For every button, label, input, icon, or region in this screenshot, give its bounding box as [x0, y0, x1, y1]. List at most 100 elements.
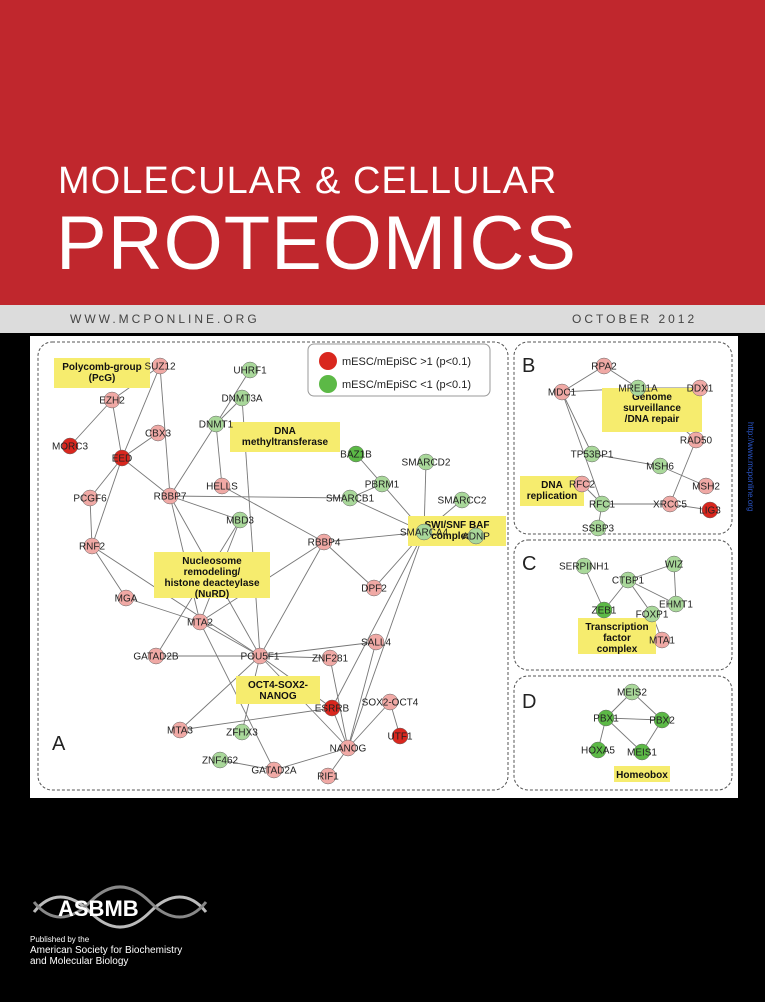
node-label: SERPINH1	[559, 562, 609, 573]
network-node: GATAD2A	[251, 761, 297, 779]
network-edge	[259, 641, 377, 657]
node-circle	[213, 477, 231, 495]
node-label: FOXP1	[636, 610, 669, 621]
panel-b-letter: B	[522, 355, 535, 377]
node-label: XRCC5	[653, 500, 687, 511]
network-node: SALL4	[361, 633, 391, 651]
group-label-text: Transcription	[585, 622, 648, 633]
group-label-text: /DNA repair	[625, 414, 680, 425]
network-edge	[199, 621, 261, 657]
network-node: XRCC5	[653, 495, 687, 513]
node-circle	[633, 743, 651, 761]
group-label-text: Homeobox	[616, 770, 668, 781]
node-label: MSH2	[692, 482, 720, 493]
node-label: CBX3	[145, 429, 172, 440]
network-node: HOXA5	[581, 741, 615, 759]
network-edge	[179, 655, 261, 731]
node-circle	[553, 383, 571, 401]
node-label: WIZ	[665, 560, 683, 571]
node-circle	[315, 533, 333, 551]
network-node: DPF2	[361, 579, 387, 597]
asbmb-logo-text: ASBMB	[58, 896, 139, 921]
network-edge	[561, 391, 593, 455]
network-node: UHRF1	[233, 361, 267, 379]
group-label-text: DNA	[274, 426, 296, 437]
network-edge	[121, 365, 161, 459]
network-edge	[259, 541, 325, 657]
node-label: RBBP7	[154, 492, 187, 503]
legend-up-swatch	[319, 352, 337, 370]
node-circle	[241, 361, 259, 379]
network-edge	[347, 531, 425, 749]
node-circle	[373, 475, 391, 493]
group-label-text: (PcG)	[89, 373, 116, 384]
network-edge	[169, 423, 217, 497]
network-node: NANOG	[330, 739, 367, 757]
legend-down-label: mESC/mEpiSC <1 (p<0.1)	[342, 379, 471, 391]
node-circle	[251, 647, 269, 665]
network-edge	[169, 495, 351, 499]
node-circle	[593, 495, 611, 513]
network-node: ESRRB	[315, 699, 350, 717]
network-node: RPA2	[591, 357, 617, 375]
network-node: SMARCC2	[438, 491, 487, 509]
network-node: RFC1	[589, 495, 615, 513]
panel-d-letter: D	[522, 691, 536, 713]
node-label: ZEB1	[591, 606, 616, 617]
node-label: RNF2	[79, 542, 106, 553]
node-label: SMARCA4	[400, 528, 449, 539]
network-node: TP53BP1	[571, 445, 614, 463]
network-node: SMARCD2	[402, 453, 451, 471]
network-node: MTA2	[187, 613, 213, 631]
node-label: DPF2	[361, 584, 387, 595]
node-circle	[319, 767, 337, 785]
node-circle	[667, 595, 685, 613]
node-circle	[323, 699, 341, 717]
group-label-text: histone deacteylase	[164, 578, 259, 589]
network-node: MEIS1	[627, 743, 657, 761]
node-circle	[467, 527, 485, 545]
network-edge	[669, 439, 697, 505]
network-node: SERPINH1	[559, 557, 609, 575]
node-circle	[207, 415, 225, 433]
node-circle	[265, 761, 283, 779]
issue-band	[0, 305, 765, 333]
side-url-text: http://www.mcponline.org	[746, 422, 755, 511]
node-label: UHRF1	[233, 366, 267, 377]
network-node: MGA	[115, 589, 138, 607]
group-label-text: Nucleosome	[182, 556, 242, 567]
node-label: SMARCB1	[326, 494, 375, 505]
node-label: PCGF6	[73, 494, 107, 505]
group-label-text: OCT4-SOX2-	[248, 680, 308, 691]
network-node: MTA3	[167, 721, 193, 739]
network-node: PBX2	[649, 711, 675, 729]
journal-title-line1: MOLECULAR & CELLULAR	[58, 160, 558, 202]
website-label: WWW.MCPONLINE.ORG	[70, 312, 260, 326]
node-circle	[321, 649, 339, 667]
network-edge	[605, 717, 643, 753]
network-edge	[121, 457, 171, 497]
node-label: LIG3	[699, 506, 721, 517]
group-label-text: DNA	[541, 480, 563, 491]
network-node: RBBP4	[308, 533, 341, 551]
group-label-box	[520, 476, 584, 506]
node-circle	[347, 445, 365, 463]
panel-a-letter: A	[52, 733, 66, 755]
network-node: SMARCB1	[326, 489, 375, 507]
group-label-text: SWI/SNF BAF	[425, 520, 490, 531]
network-edge	[561, 391, 603, 505]
node-circle	[149, 424, 167, 442]
group-labels: Polycomb-group(PcG)DNAmethyltransferaseN…	[54, 358, 702, 782]
node-label: SMARCD2	[402, 458, 451, 469]
group-label-text: surveillance	[623, 403, 681, 414]
node-label: RFC2	[569, 480, 596, 491]
node-circle	[573, 475, 591, 493]
node-circle	[595, 357, 613, 375]
node-label: RAD50	[680, 436, 713, 447]
group-label-text: complexes	[431, 531, 483, 542]
group-label-text: complex	[597, 644, 638, 655]
network-edge	[91, 545, 261, 657]
issue-date: OCTOBER 2012	[572, 312, 698, 326]
network-edge	[125, 597, 201, 623]
node-label: SMARCC2	[438, 496, 487, 507]
